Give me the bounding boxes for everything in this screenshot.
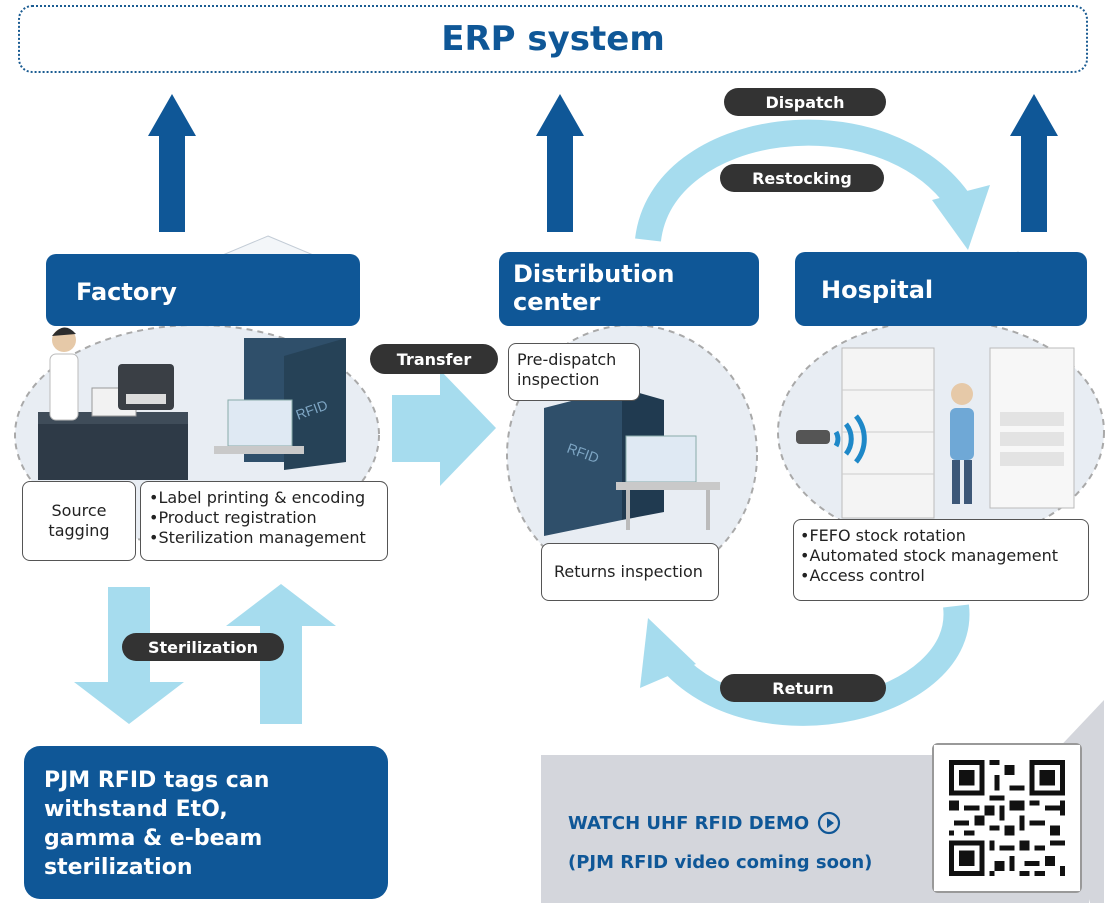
watch-demo-link[interactable]: WATCH UHF RFID DEMO <box>568 811 841 835</box>
pre-dispatch-box: Pre-dispatch inspection <box>508 343 640 401</box>
dispatch-arc-head <box>932 185 990 250</box>
return-label: Return <box>772 678 834 698</box>
dispatch-arc-arrow <box>635 119 969 243</box>
hospital-feature-item: •Access control <box>800 566 925 585</box>
factory-features-box: •Label printing & encoding •Product regi… <box>140 481 388 561</box>
distribution-illustration <box>544 388 720 536</box>
distribution-title-line2: center <box>513 288 601 316</box>
factory-feature-item: •Label printing & encoding <box>149 488 366 507</box>
erp-system-banner: ERP system <box>18 5 1088 73</box>
rfid-tags-panel: PJM RFID tags can withstand EtO, gamma &… <box>24 746 388 899</box>
hospital-illustration <box>796 347 1075 519</box>
erp-title: ERP system <box>441 19 665 59</box>
video-coming-soon: (PJM RFID video coming soon) <box>568 852 873 873</box>
tags-panel-line: sterilization <box>44 855 193 880</box>
dispatch-pill: Dispatch <box>724 88 886 116</box>
return-arc-arrow <box>662 604 970 726</box>
transfer-label: Transfer <box>396 349 472 369</box>
factory-up-arrow <box>148 94 196 232</box>
qr-code-frame[interactable] <box>932 743 1082 893</box>
tags-panel-line: withstand EtO, <box>44 797 228 822</box>
factory-illustration <box>38 327 346 480</box>
return-arc-head <box>640 618 696 688</box>
sterilization-label: Sterilization <box>148 637 258 657</box>
dispatch-label: Dispatch <box>765 92 845 112</box>
hospital-title: Hospital <box>821 276 934 304</box>
factory-feature-item: •Product registration <box>149 508 317 527</box>
factory-feature-item: •Sterilization management <box>149 528 366 547</box>
hospital-up-arrow <box>1010 94 1058 232</box>
returns-inspection-box: Returns inspection <box>541 543 719 601</box>
distribution-header: Distribution center <box>499 252 759 326</box>
source-tagging-text: Source tagging <box>48 501 110 540</box>
hospital-features-box: •FEFO stock rotation •Automated stock ma… <box>793 519 1089 601</box>
returns-inspection-text: Returns inspection <box>554 562 703 581</box>
tags-panel-line: PJM RFID tags can <box>44 768 270 793</box>
watch-demo-text: WATCH UHF RFID DEMO <box>568 812 810 834</box>
sterilization-pill: Sterilization <box>122 633 284 661</box>
qr-code-icon <box>934 745 1080 891</box>
return-pill: Return <box>720 674 886 702</box>
distribution-up-arrow <box>536 94 584 232</box>
hospital-feature-item: •FEFO stock rotation <box>800 526 966 545</box>
restocking-label: Restocking <box>752 168 852 188</box>
restocking-pill: Restocking <box>720 164 884 192</box>
distribution-title-line1: Distribution <box>513 260 675 288</box>
tags-panel-line: gamma & e-beam <box>44 826 263 851</box>
hospital-header: Hospital <box>795 252 1087 326</box>
pre-dispatch-text: Pre-dispatch inspection <box>517 350 617 389</box>
factory-header: Factory <box>46 254 360 326</box>
factory-title: Factory <box>76 278 177 306</box>
play-icon <box>818 811 841 835</box>
source-tagging-box: Source tagging <box>22 481 136 561</box>
transfer-arrow <box>392 370 496 486</box>
transfer-pill: Transfer <box>370 344 498 374</box>
hospital-feature-item: •Automated stock management <box>800 546 1059 565</box>
